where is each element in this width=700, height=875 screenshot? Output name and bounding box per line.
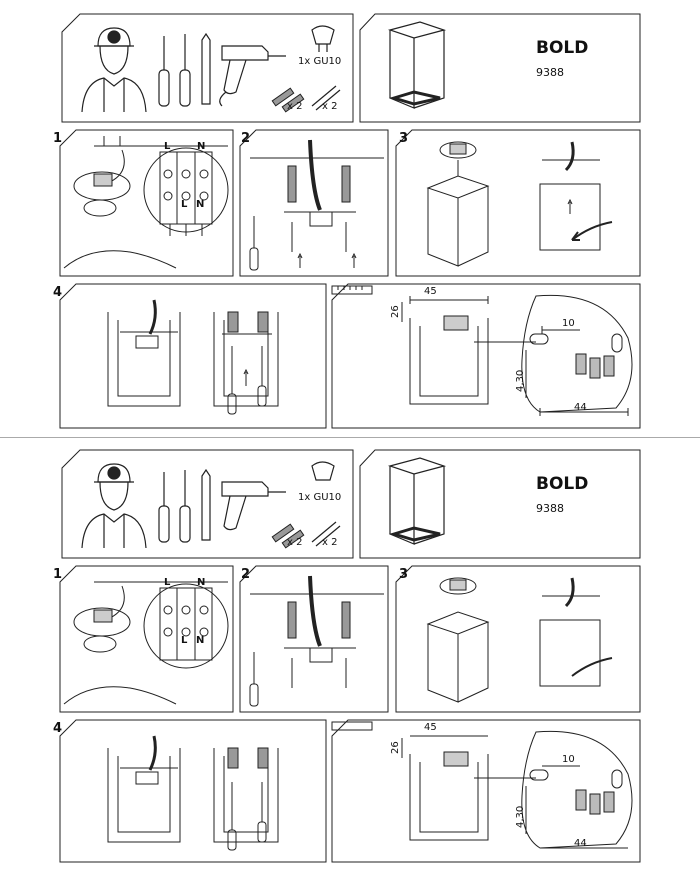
dimension-height: 26 xyxy=(390,305,401,318)
terminal-label-n: N xyxy=(197,141,206,152)
dimension-width: 45 xyxy=(424,286,437,297)
step2-panel-frame xyxy=(239,129,389,277)
product-code: 9388 xyxy=(536,502,564,515)
step4-illustration xyxy=(107,299,279,415)
step1-illustration xyxy=(63,136,229,269)
screw-count: x 2 xyxy=(322,101,338,112)
dowel-count: x 2 xyxy=(287,101,303,112)
product-sketch xyxy=(387,21,447,109)
dimension-span: 44 xyxy=(574,838,587,849)
terminal-label-n: N xyxy=(197,577,206,588)
screw-icon xyxy=(311,85,341,111)
bulb-label: 1x GU10 xyxy=(298,492,342,503)
step-number-1: 1 xyxy=(53,131,63,146)
dimension-vertical: 4,30 xyxy=(515,805,526,828)
step1-panel-frame xyxy=(59,129,234,277)
instruction-illustrations-copy xyxy=(59,449,641,863)
step3-illustration xyxy=(426,141,613,267)
step-number-3: 3 xyxy=(399,131,409,146)
product-title: BOLD xyxy=(536,38,589,58)
product-panel-frame xyxy=(359,13,641,123)
step-number-3: 3 xyxy=(399,567,409,582)
product-title: BOLD xyxy=(536,474,589,494)
step4-panel-frame xyxy=(59,283,327,429)
terminal-label-l: L xyxy=(164,577,171,588)
terminal-label-l: L xyxy=(164,141,171,152)
dimension-height: 26 xyxy=(390,741,401,754)
step-number-4: 4 xyxy=(53,721,63,736)
product-code: 9388 xyxy=(536,66,564,79)
screwdriver-icons xyxy=(158,32,211,107)
step-number-1: 1 xyxy=(53,567,63,582)
dimension-illustration xyxy=(401,294,633,416)
dowel-count: x 2 xyxy=(287,537,303,548)
tools-panel-frame xyxy=(61,13,354,123)
terminal-label-l-lower: L xyxy=(181,199,188,210)
terminal-label-n-lower: N xyxy=(196,199,205,210)
step-number-2: 2 xyxy=(241,567,251,582)
dimension-span: 44 xyxy=(574,402,587,413)
bulb-label: 1x GU10 xyxy=(298,56,342,67)
step2-illustration xyxy=(249,139,384,271)
instruction-sheet-bottom: 1x GU10 x 2 x 2 BOLD 9388 1 2 3 4 L N L … xyxy=(0,438,700,875)
dimension-width: 45 xyxy=(424,722,437,733)
ruler-icon xyxy=(331,285,373,295)
step3-panel-frame xyxy=(395,129,641,277)
dimension-panel-frame xyxy=(331,283,641,429)
terminal-label-l-lower: L xyxy=(181,635,188,646)
terminal-label-n-lower: N xyxy=(196,635,205,646)
dimension-offset: 10 xyxy=(562,318,575,329)
step-number-4: 4 xyxy=(53,285,63,300)
dimension-offset: 10 xyxy=(562,754,575,765)
step-number-2: 2 xyxy=(241,131,251,146)
installer-icon xyxy=(81,27,147,113)
instruction-sheet-top: 1x GU10 x 2 x 2 BOLD 9388 1 2 3 4 L N L … xyxy=(0,0,700,437)
dowel-icon xyxy=(271,87,305,113)
bulb-icon xyxy=(311,25,335,52)
instruction-illustrations xyxy=(59,13,641,429)
dimension-vertical: 4,30 xyxy=(515,369,526,392)
sheet-divider xyxy=(0,437,700,438)
drill-icon xyxy=(219,45,286,107)
screw-count: x 2 xyxy=(322,537,338,548)
